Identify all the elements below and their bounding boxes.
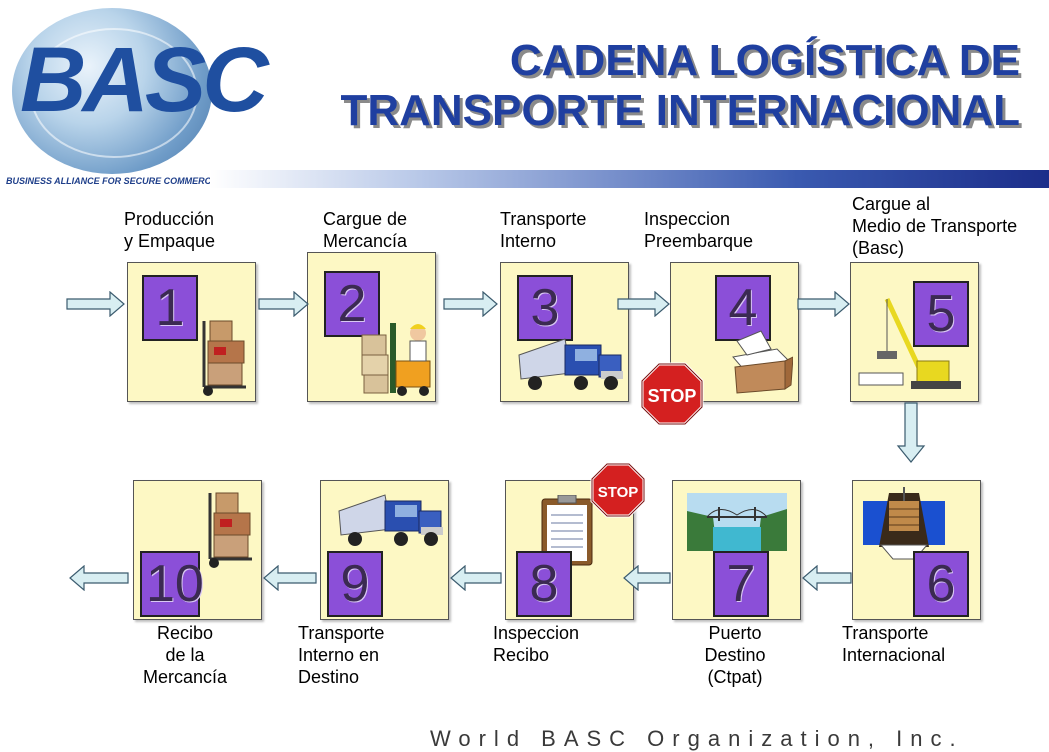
stage-3-number: 3 — [517, 275, 573, 341]
stage-8-number: 8 — [516, 551, 572, 617]
svg-text:STOP: STOP — [648, 386, 697, 406]
header-divider-bar — [210, 170, 1049, 188]
flow-arrow-3-4 — [617, 291, 670, 317]
stage-2-box: 2 — [307, 252, 436, 402]
stage-2-label: Cargue de Mercancía — [323, 209, 408, 251]
hand-truck-boxes-icon — [202, 320, 246, 396]
flow-arrow-8-9 — [450, 565, 502, 591]
stage-6-box: 6 — [852, 480, 981, 620]
flow-arrow-1-2 — [258, 291, 309, 317]
stage-9-label: Transporte Interno en Destino — [298, 623, 385, 687]
stage-1-box: 1 — [127, 262, 256, 402]
flow-arrow-7-8 — [623, 565, 671, 591]
basc-logo-globe — [12, 8, 212, 174]
stage-8-box: 8 — [505, 480, 634, 620]
flow-arrow-end — [69, 565, 129, 591]
title-line-1: CADENA LOGÍSTICA DE — [509, 36, 1020, 85]
stage-3-label: Transporte Interno — [500, 209, 587, 251]
stage-7-label: Puerto Destino (Ctpat) — [704, 623, 766, 687]
stage-3-box: 3 — [500, 262, 629, 402]
stop-sign-icon-2: STOP — [590, 462, 646, 518]
stage-8-label: Inspeccion Recibo — [493, 623, 580, 665]
stage-9-box: 9 — [320, 480, 449, 620]
clipboard-icon — [541, 495, 593, 566]
footer-organization: World BASC Organization, Inc. — [430, 726, 964, 751]
stage-10-number: 10 — [140, 551, 204, 617]
svg-text:STOP: STOP — [598, 484, 639, 501]
flow-arrow-9-10 — [263, 565, 317, 591]
forklift-worker-icon — [361, 323, 431, 396]
hand-truck-boxes-icon-2 — [208, 492, 252, 568]
flow-arrow-2-3 — [443, 291, 498, 317]
stage-6-number: 6 — [913, 551, 969, 617]
flow-arrow-5-6 — [896, 402, 926, 463]
flow-arrow-4-5 — [797, 291, 850, 317]
open-box-papers-icon — [732, 330, 793, 394]
truck-icon-2 — [338, 494, 443, 546]
crane-icon — [858, 297, 961, 389]
basc-logo-tagline: BUSINESS ALLIANCE FOR SECURE COMMERCE — [6, 176, 218, 186]
stage-4-label: Inspeccion Preembarque — [644, 209, 754, 251]
stage-9-number: 9 — [327, 551, 383, 617]
stage-4-number: 4 — [715, 275, 771, 341]
stage-1-label: Producción y Empaque — [124, 209, 216, 251]
stage-5-box: 5 — [850, 262, 979, 402]
stage-2-number: 2 — [324, 271, 380, 337]
stage-10-box: 10 — [133, 480, 262, 620]
page-title: CADENA LOGÍSTICA DE TRANSPORTE INTERNACI… — [300, 36, 1020, 136]
stage-7-box: 7 — [672, 480, 801, 620]
truck-icon — [518, 338, 623, 390]
stage-10-label: Recibo de la Mercancía — [142, 623, 228, 687]
harbor-bridge-icon — [687, 493, 787, 551]
stage-6-label: Transporte Internacional — [842, 623, 946, 665]
flow-arrow-start — [66, 291, 125, 317]
stage-7-number: 7 — [713, 551, 769, 617]
title-line-2: TRANSPORTE INTERNACIONAL — [340, 86, 1020, 135]
stage-1-number: 1 — [142, 275, 198, 341]
basc-logo-text: BASC — [20, 29, 269, 131]
cargo-ship-icon — [863, 487, 945, 560]
stage-5-label: Cargue al Medio de Transporte (Basc) — [852, 194, 1018, 258]
stop-sign-icon-1: STOP — [640, 362, 704, 426]
flow-arrow-6-7 — [802, 565, 852, 591]
stage-5-number: 5 — [913, 281, 969, 347]
